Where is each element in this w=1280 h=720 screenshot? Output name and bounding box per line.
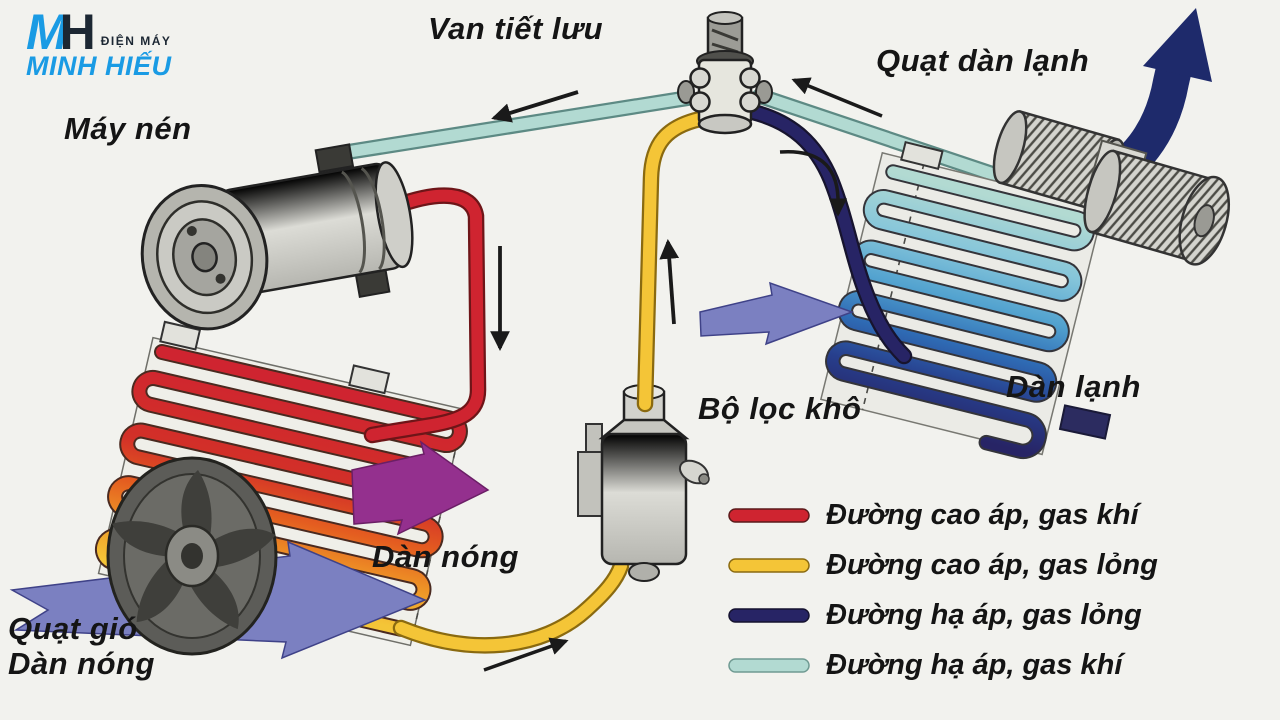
evaporator-foot-bracket [1058, 404, 1112, 440]
label-compressor: Máy nén [64, 111, 192, 146]
legend-item-low-pressure-gas: Đường hạ áp, gas khí [728, 640, 1158, 690]
flow-arrow-liquid-to-drier [483, 637, 569, 672]
label-condenser-fan: Quạt gió Dàn nóng [8, 611, 155, 681]
high-pressure-liquid-pipe-lower [392, 557, 630, 654]
label-condenser-fan-line1: Quạt gió [8, 611, 138, 646]
legend-label: Đường cao áp, gas khí [826, 498, 1139, 531]
logo-brand-name: MINH HIẾU [26, 51, 172, 81]
legend-swatch-low-pressure-gas [728, 657, 810, 673]
legend-item-high-pressure-gas: Đường cao áp, gas khí [728, 490, 1158, 540]
legend-item-low-pressure-liquid: Đường hạ áp, gas lỏng [728, 590, 1158, 640]
airflow-into-evaporator-arrow [699, 281, 855, 346]
condenser-fan [106, 456, 278, 656]
legend-swatch-high-pressure-gas [728, 507, 810, 523]
legend-swatch-high-pressure-liquid [728, 557, 810, 573]
label-drier: Bộ lọc khô [698, 391, 862, 426]
evaporator-blower-right [1083, 149, 1230, 266]
legend-swatch-low-pressure-liquid [728, 607, 810, 623]
flow-arrow-evaporator-to-valve [791, 77, 883, 118]
flow-arrow-suction [491, 90, 579, 123]
legend-label: Đường hạ áp, gas khí [826, 648, 1123, 681]
legend: Đường cao áp, gas khí Đường cao áp, gas … [728, 490, 1158, 690]
suction-pipe [340, 90, 696, 160]
label-condenser-fan-line2: Dàn nóng [8, 645, 155, 681]
brand-logo: M H ĐIỆN MÁY MINH HIẾU [26, 4, 226, 82]
logo-monogram-h: H [59, 4, 96, 60]
label-condenser: Dàn nóng [372, 539, 519, 574]
flow-arrow-valve-to-evaporator [779, 149, 848, 217]
high-pressure-gas-pipe [363, 187, 487, 444]
compressor [140, 143, 414, 331]
legend-label: Đường cao áp, gas lỏng [826, 548, 1158, 581]
hot-air-out-arrow [351, 440, 490, 536]
label-evaporator: Dàn lạnh [1006, 369, 1141, 404]
low-pressure-liquid-pipe [744, 103, 913, 365]
logo-tagline: ĐIỆN MÁY [100, 34, 172, 48]
label-evaporator-fan: Quạt dàn lạnh [876, 43, 1090, 78]
logo-monogram-m: M [26, 4, 68, 60]
high-pressure-liquid-pipe-riser [636, 110, 709, 413]
legend-label: Đường hạ áp, gas lỏng [826, 598, 1142, 631]
legend-item-high-pressure-liquid: Đường cao áp, gas lỏng [728, 540, 1158, 590]
flow-arrow-riser-up [659, 239, 680, 325]
label-expansion-valve: Van tiết lưu [428, 11, 604, 46]
evaporator-coil [819, 140, 1105, 460]
expansion-valve [677, 11, 773, 135]
receiver-drier [577, 384, 710, 582]
